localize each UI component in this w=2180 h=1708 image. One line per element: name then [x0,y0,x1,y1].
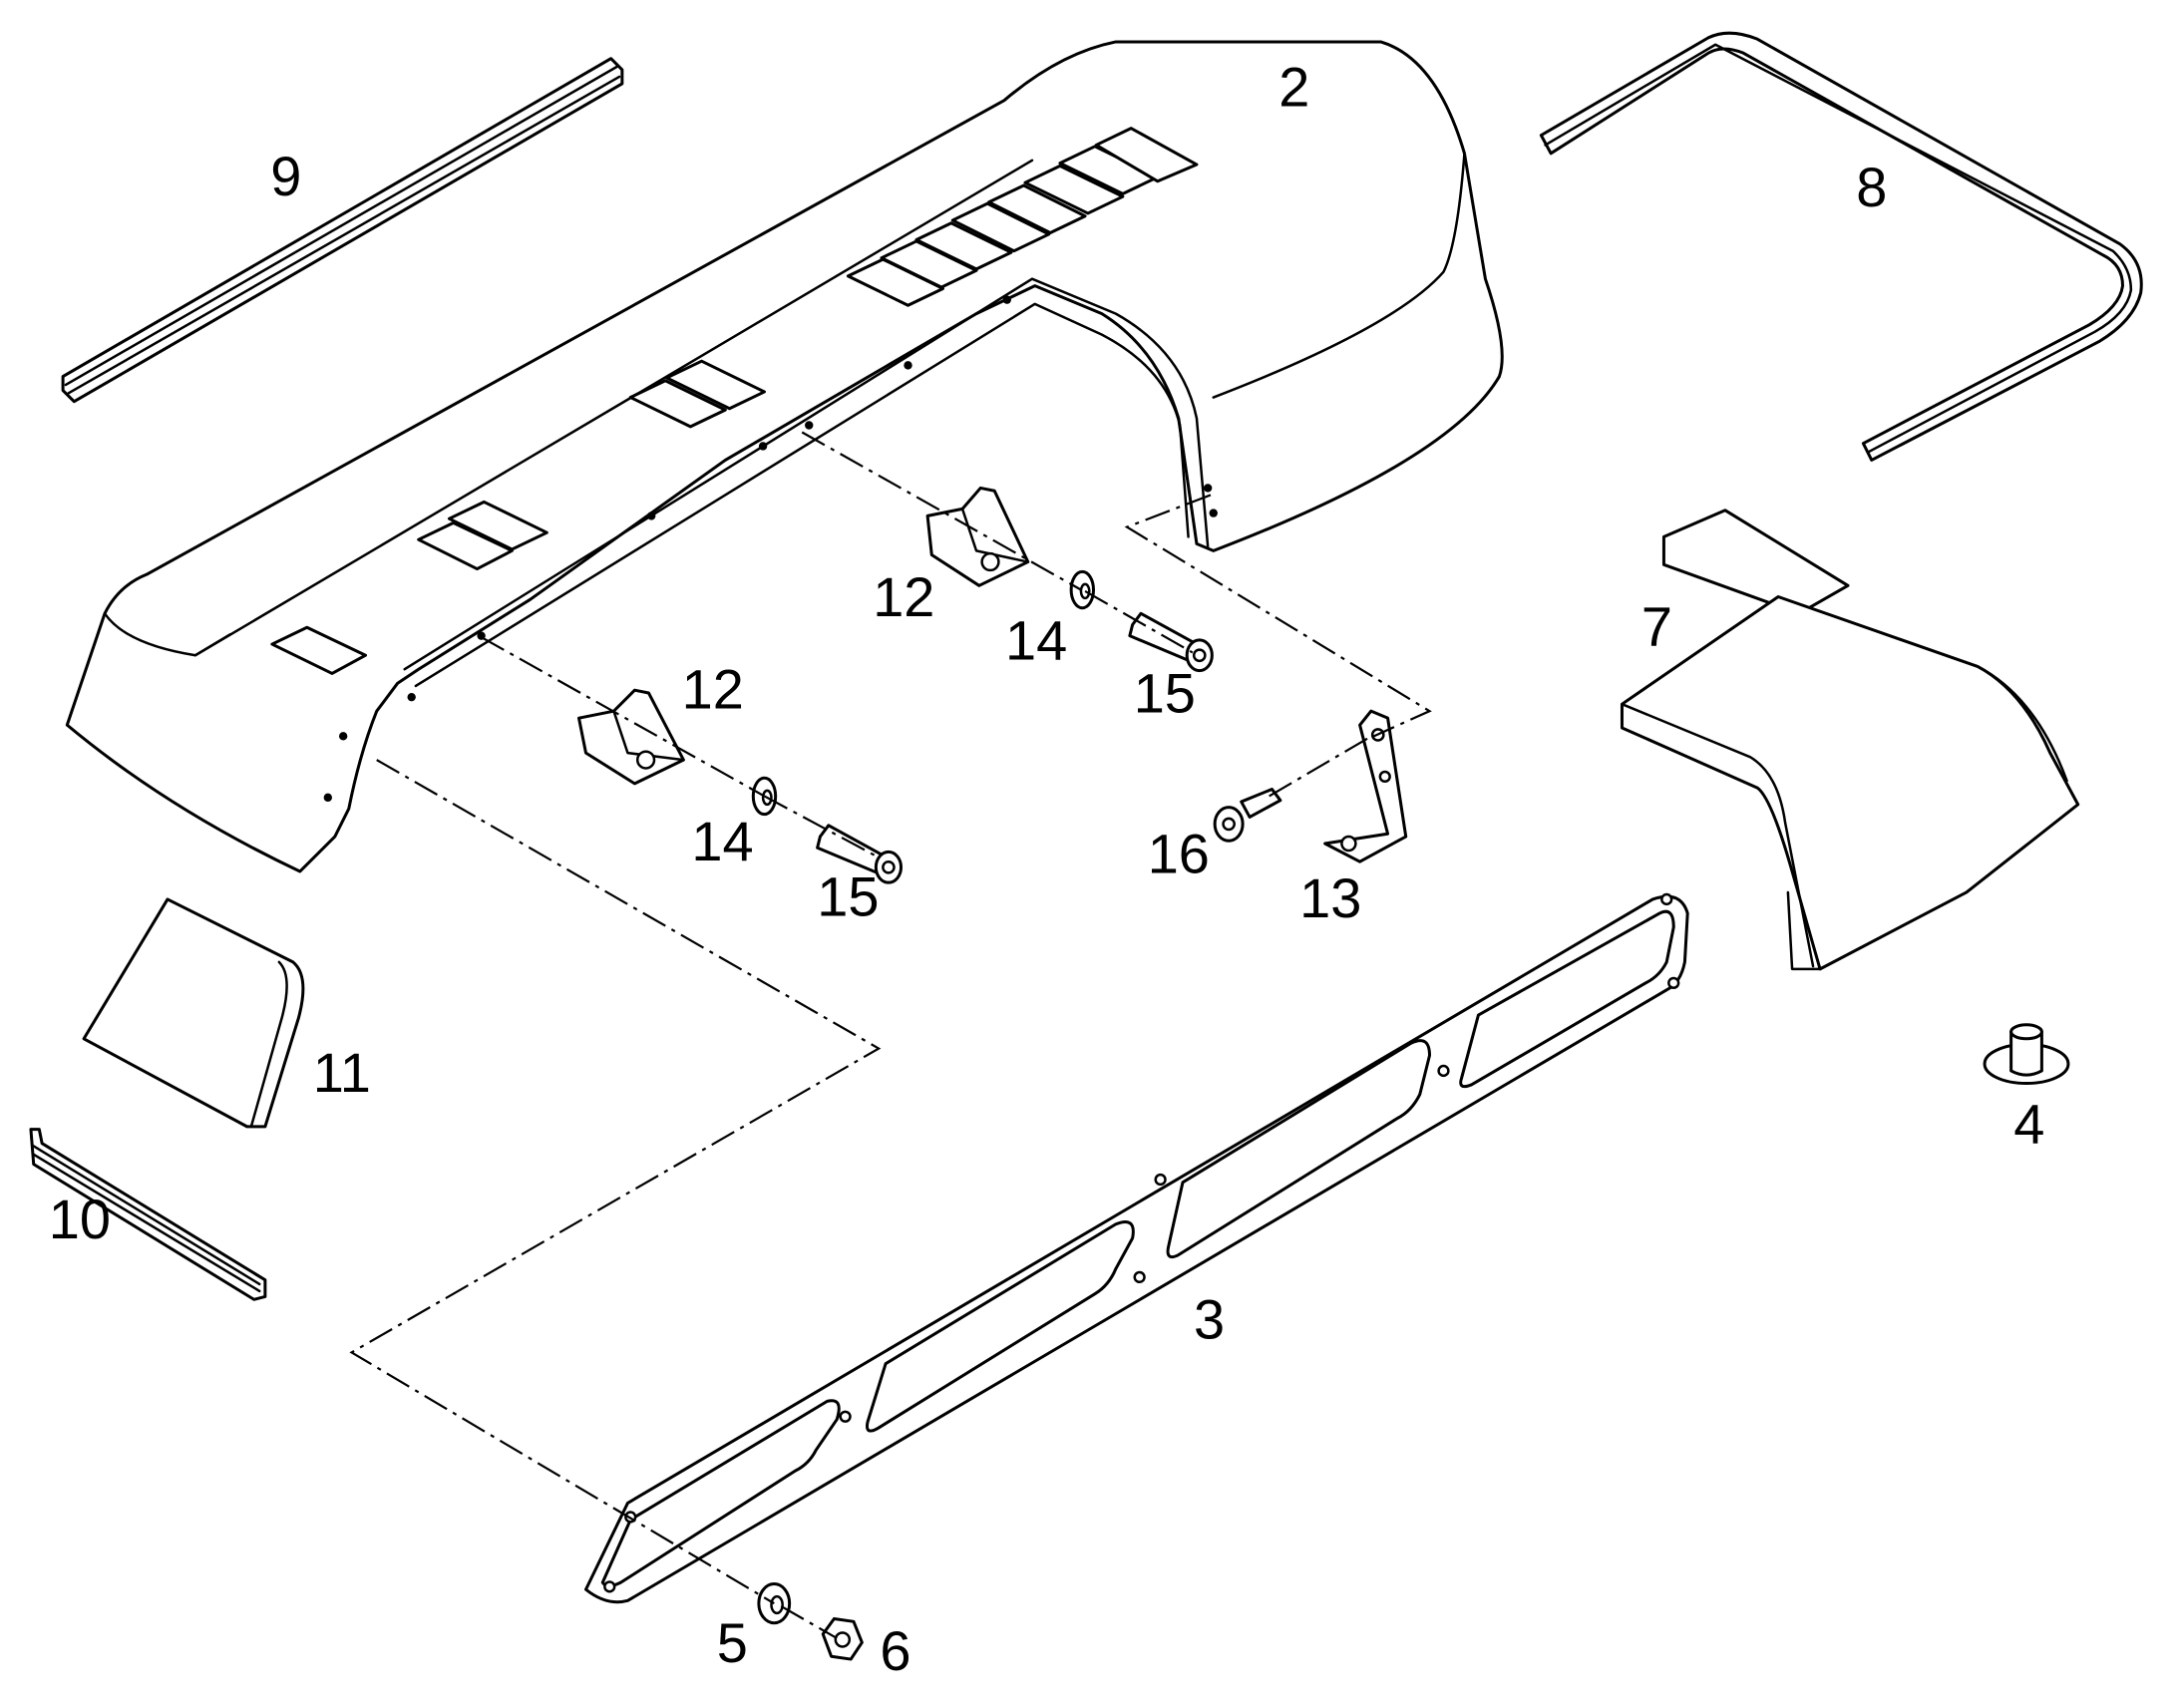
callout-15-lower: 15 [817,865,879,928]
callout-8: 8 [1856,156,1887,218]
part-4-fastener [1985,1025,2068,1084]
callout-labels: 2 3 4 5 6 7 8 9 10 11 12 12 13 14 14 15 … [49,55,2045,1682]
callout-14-upper: 14 [1005,608,1067,671]
part-16-screw [1215,789,1280,841]
part-12-bracket-upper [927,488,1028,585]
part-7-side-cover [1622,511,2077,969]
part-6-nut [823,1619,862,1660]
assembly-lines [352,432,1430,1638]
callout-12-lower: 12 [682,657,744,720]
callout-13: 13 [1299,866,1361,929]
callout-9: 9 [270,145,301,207]
callout-6: 6 [880,1619,910,1682]
callout-11: 11 [313,1041,371,1104]
part-9-seal-strip [63,59,622,402]
part-11-small-cover [84,899,303,1127]
part-14-washer-upper [1071,571,1093,607]
callout-5: 5 [717,1611,748,1674]
callout-7: 7 [1641,594,1672,657]
part-8-u-seal [1541,33,2141,460]
callout-3: 3 [1194,1287,1225,1350]
part-2-cover [67,42,1502,871]
callout-15-upper: 15 [1134,662,1196,725]
callout-10: 10 [49,1188,111,1250]
callout-4: 4 [2013,1093,2044,1156]
part-12-bracket-lower [578,690,683,784]
callout-16: 16 [1148,822,1210,884]
part-15-bolt-lower [818,826,902,882]
callout-12-upper: 12 [873,565,934,628]
part-10-seal-strip [31,1130,265,1300]
callout-2: 2 [1278,55,1309,118]
part-3-gasket [585,894,1687,1602]
callout-14-lower: 14 [691,810,753,872]
part-13-l-bracket [1325,711,1406,861]
vent-slots [272,129,1197,674]
part-15-bolt-upper [1130,613,1213,670]
